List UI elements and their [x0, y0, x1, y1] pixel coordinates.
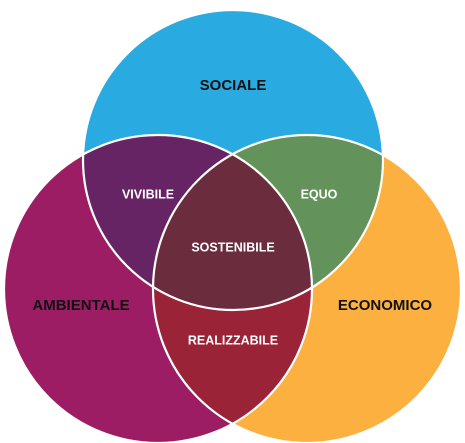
- outline-economico: [151, 133, 463, 443]
- outline-sociale: [81, 8, 385, 312]
- label-economico: ECONOMICO: [338, 297, 433, 314]
- label-equo: EQUO: [301, 187, 338, 201]
- label-realizzabile: REALIZZABILE: [188, 333, 278, 347]
- circle-outlines: [2, 8, 463, 443]
- region-sostenibile: [153, 135, 312, 310]
- label-sociale: SOCIALE: [200, 77, 267, 94]
- outline-ambientale: [2, 133, 314, 443]
- label-vivibile: VIVIBILE: [122, 187, 174, 201]
- label-sostenibile: SOSTENIBILE: [191, 240, 274, 254]
- label-ambientale: AMBIENTALE: [32, 297, 129, 314]
